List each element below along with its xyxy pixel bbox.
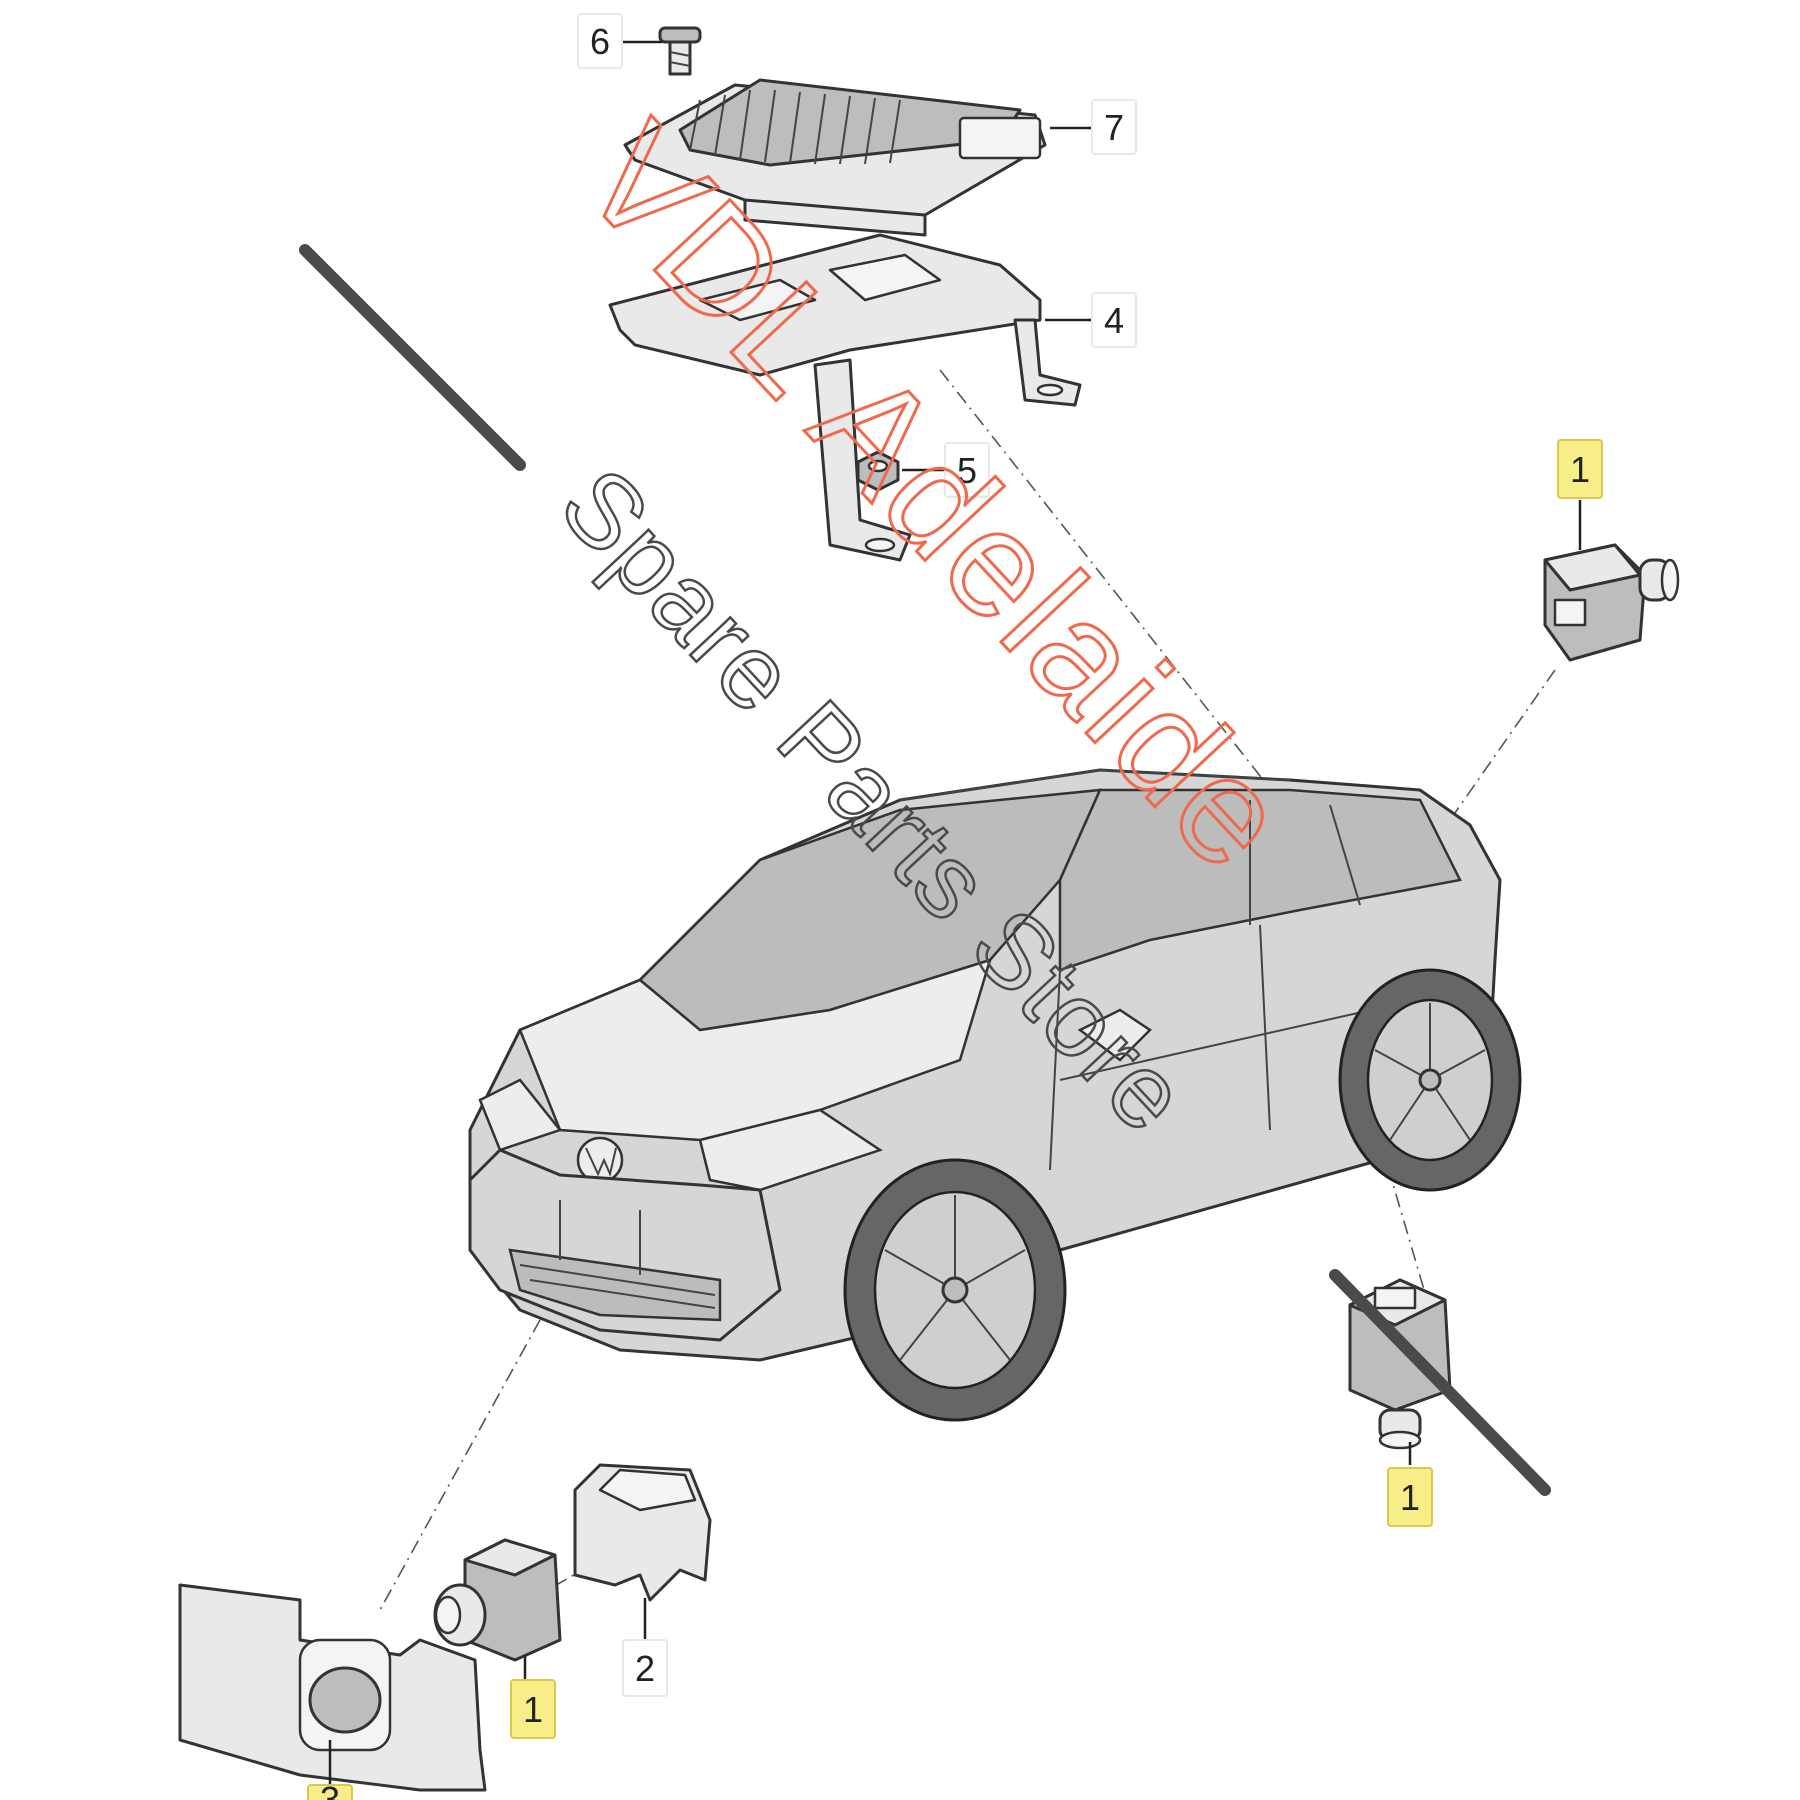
- ref-line-top-camera-to-car: [1449, 669, 1556, 821]
- callout-2: 2: [622, 1639, 668, 1697]
- callout-1-right-label: 1: [1400, 1477, 1420, 1518]
- screw: [658, 26, 702, 76]
- callout-4-label: 4: [1104, 300, 1124, 341]
- rear-view-camera-top: [1543, 543, 1680, 662]
- nut: [856, 450, 900, 492]
- car-headlight-left: [478, 1078, 563, 1152]
- car-headlight-right: [698, 1108, 883, 1192]
- car-mirror: [1077, 1008, 1152, 1062]
- mounting-bracket: [608, 233, 1082, 562]
- car-bonnet: [518, 958, 992, 1142]
- watermark-bar-top: [299, 244, 526, 471]
- callout-5-label: 5: [957, 450, 977, 491]
- callout-5: 5: [944, 442, 990, 498]
- front-wheel: [843, 1158, 1067, 1422]
- watermark-bar-bottom: [1329, 1269, 1551, 1496]
- callout-1-bottom: 1: [510, 1679, 556, 1739]
- callout-1-top: 1: [1557, 439, 1603, 499]
- camera-trim-panel: [178, 1583, 487, 1792]
- control-unit: [623, 78, 1047, 237]
- callout-3-label: 3: [320, 1779, 340, 1800]
- rear-wheel: [1338, 968, 1522, 1192]
- leader-lines: [328, 40, 1582, 1785]
- callout-4: 4: [1091, 292, 1137, 348]
- callout-7-label: 7: [1104, 107, 1124, 148]
- callout-3: 3: [307, 1779, 353, 1800]
- vehicle-illustration: [468, 768, 1522, 1422]
- callout-6-label: 6: [590, 21, 610, 62]
- callout-2-label: 2: [635, 1648, 655, 1689]
- car-side-windows: [1058, 788, 1462, 972]
- callout-6: 6: [577, 13, 623, 69]
- callout-1-bottom-label: 1: [523, 1689, 543, 1730]
- callout-1-top-label: 1: [1570, 449, 1590, 490]
- front-camera: [433, 1538, 562, 1662]
- callout-1-right: 1: [1387, 1467, 1433, 1527]
- callout-7: 7: [1091, 99, 1137, 155]
- front-camera-shield: [573, 1463, 712, 1602]
